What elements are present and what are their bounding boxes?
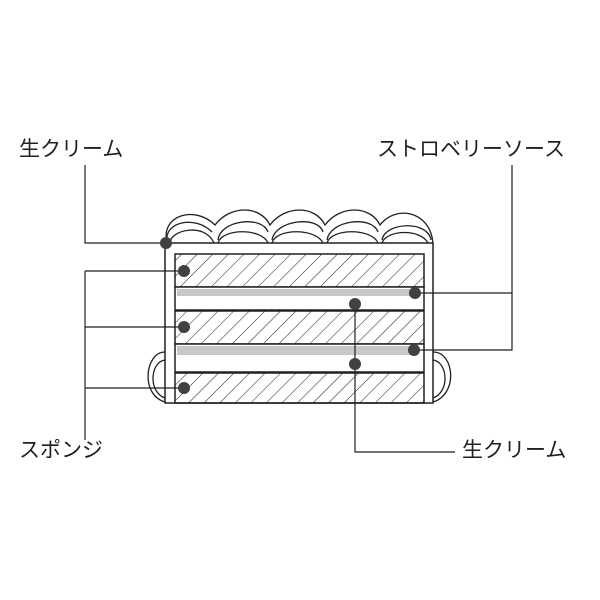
cream-swirls-side bbox=[147, 351, 452, 403]
sponge-layer-2 bbox=[174, 310, 425, 345]
label-fresh-cream-top: 生クリーム bbox=[19, 137, 124, 161]
strawberry-sauce-layer-2 bbox=[177, 346, 417, 355]
leader-lines bbox=[84, 165, 513, 453]
sponge-layer-1 bbox=[174, 253, 425, 288]
cream-swirls-top bbox=[165, 209, 434, 244]
label-fresh-cream-inner: 生クリーム bbox=[462, 438, 567, 462]
marker-dots bbox=[160, 237, 421, 394]
strawberry-sauce-layer-1 bbox=[177, 289, 417, 296]
label-sponge: スポンジ bbox=[19, 438, 103, 462]
sponge-layer-3 bbox=[174, 372, 425, 404]
label-strawberry-sauce: ストロベリーソース bbox=[377, 137, 565, 161]
